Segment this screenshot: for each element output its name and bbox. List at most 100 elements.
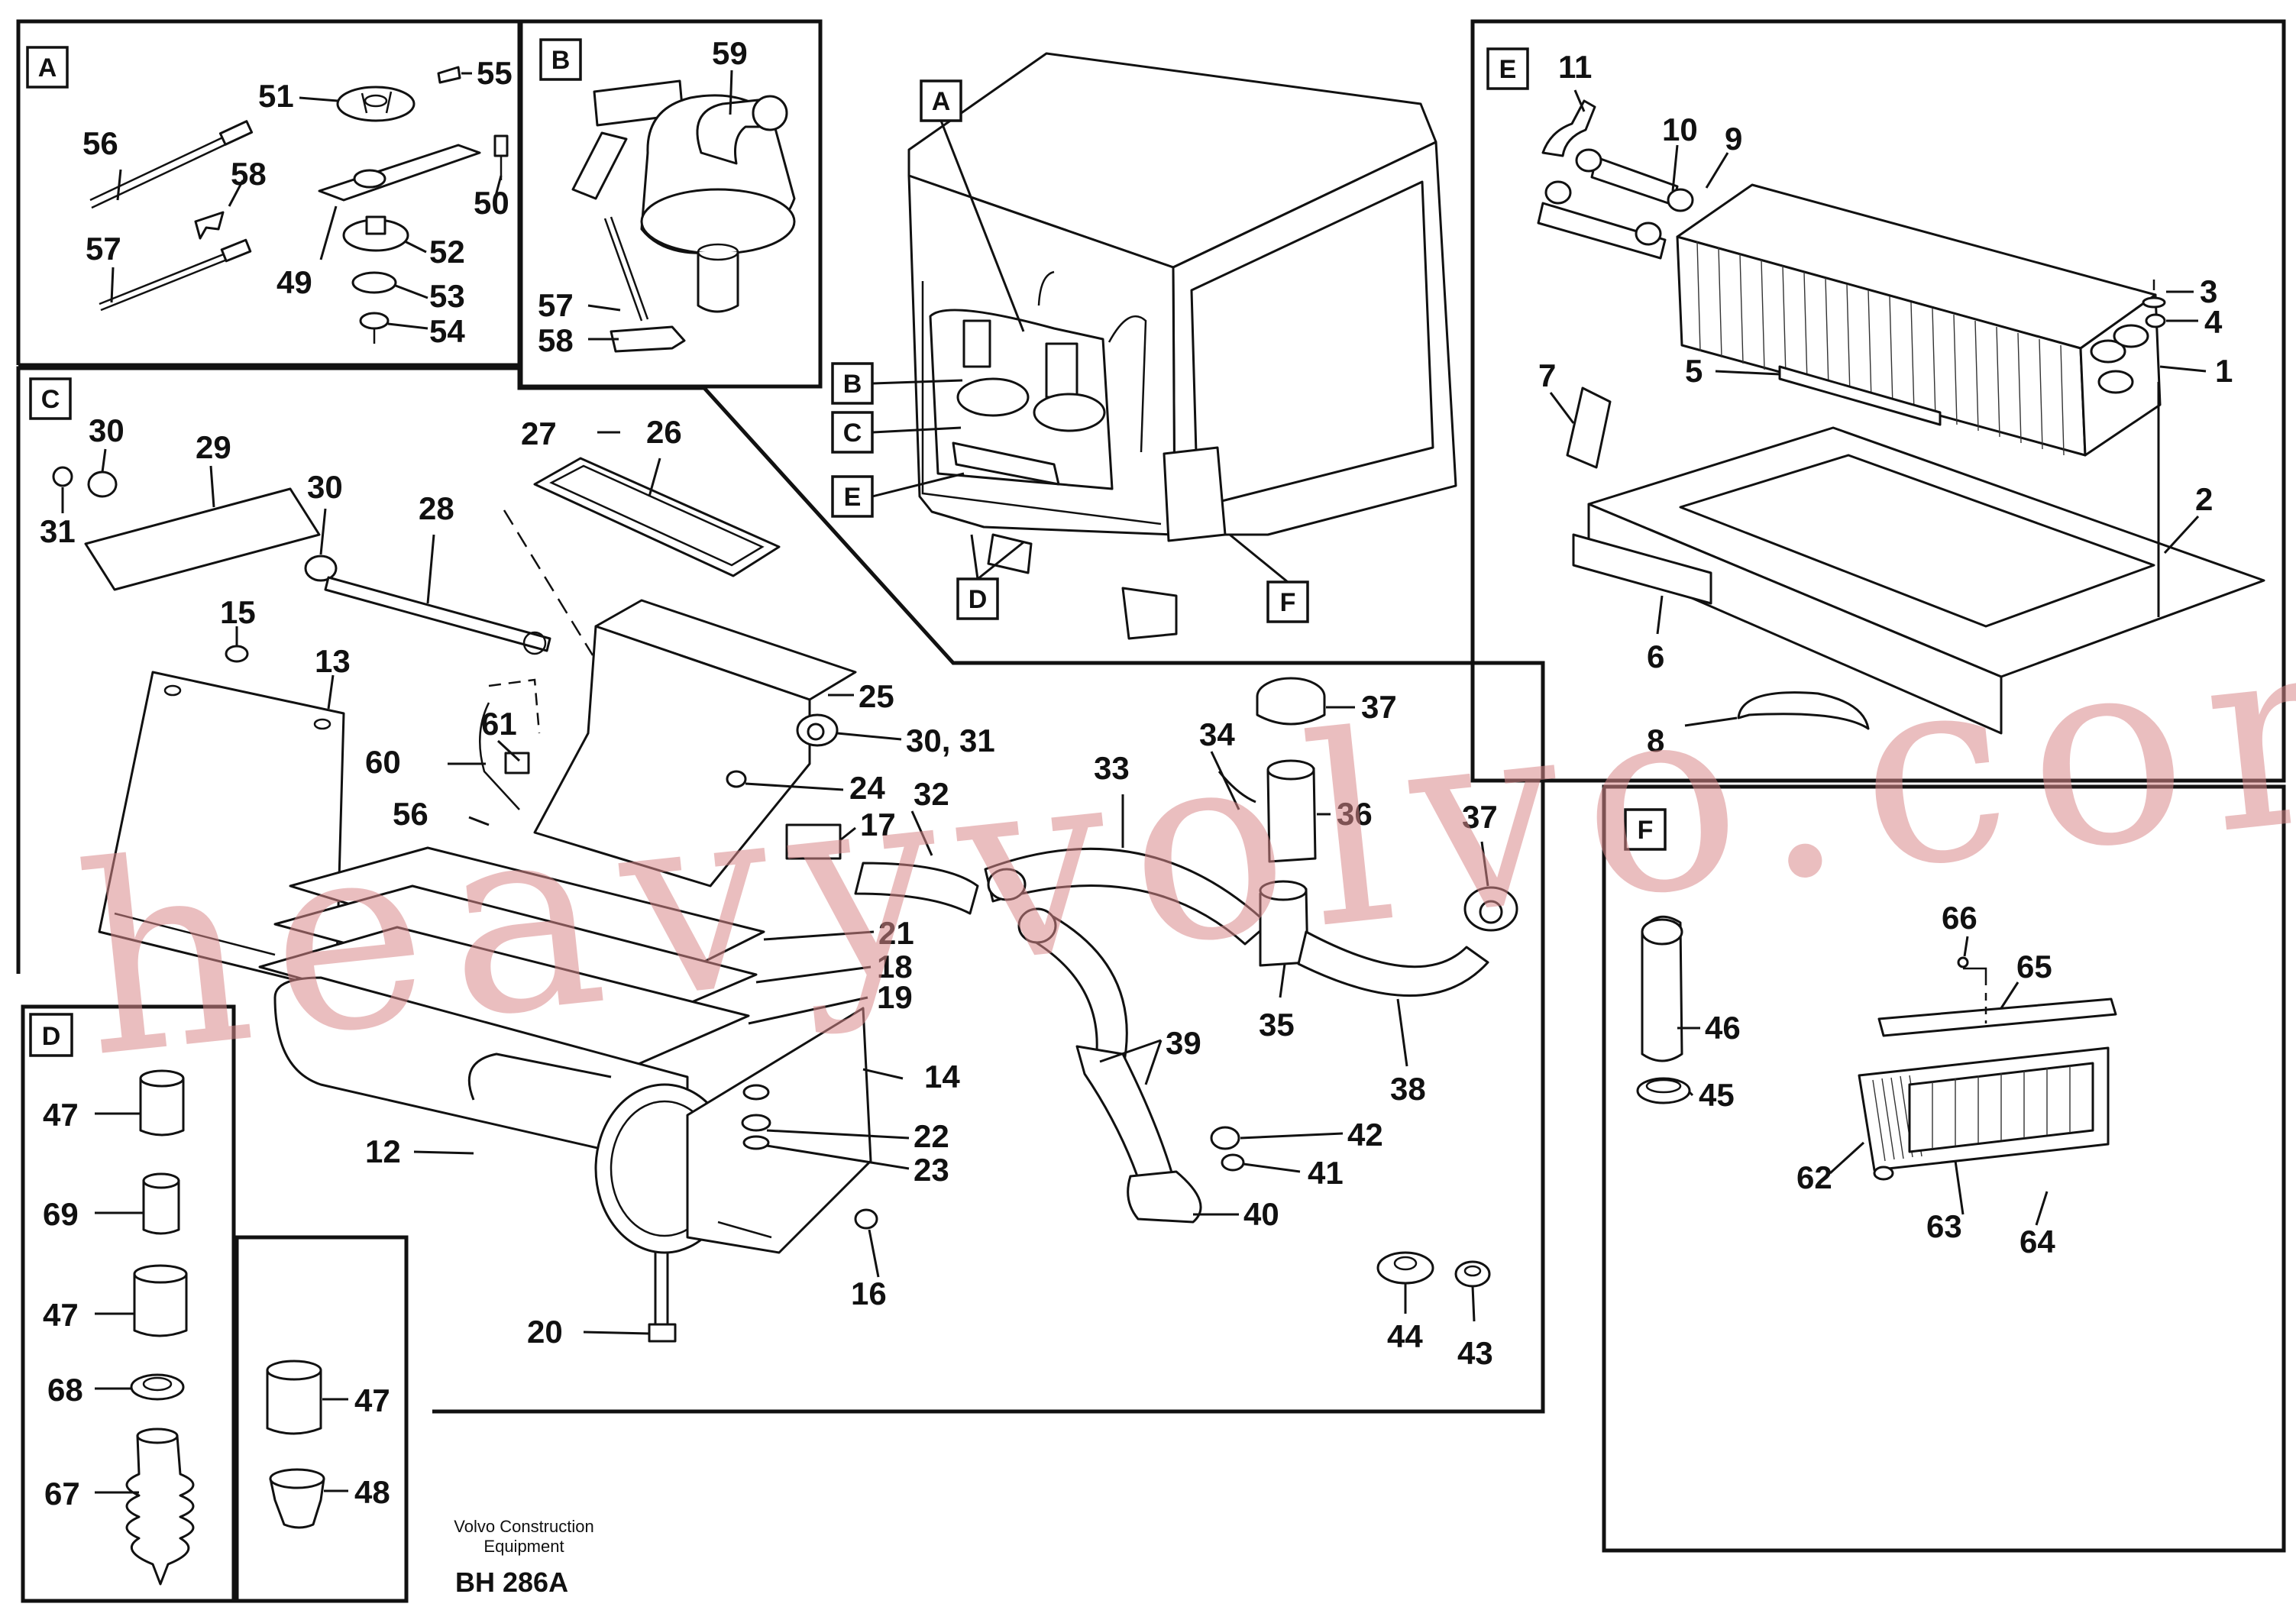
callout-13: 13 xyxy=(315,643,351,679)
panel-e-drawing xyxy=(1537,99,2265,735)
callout-30-b: 30 xyxy=(307,469,343,505)
cab-label-b: B xyxy=(843,370,862,399)
callout-57-b: 57 xyxy=(538,287,574,323)
callout-20: 20 xyxy=(527,1314,563,1350)
callout-8: 8 xyxy=(1647,723,1664,758)
callout-42: 42 xyxy=(1347,1117,1383,1153)
panel-f-leaders xyxy=(1677,936,2049,1226)
callout-62: 62 xyxy=(1796,1159,1832,1195)
callout-47-a: 47 xyxy=(43,1097,79,1133)
callout-67: 67 xyxy=(44,1476,80,1512)
callout-50: 50 xyxy=(474,185,509,221)
callout-4: 4 xyxy=(2204,304,2223,340)
callout-7: 7 xyxy=(1538,357,1556,393)
callout-41: 41 xyxy=(1308,1155,1344,1191)
callout-21: 21 xyxy=(878,915,914,951)
panel-f-frame xyxy=(1602,784,2286,1553)
callout-51: 51 xyxy=(258,78,294,114)
callout-48: 48 xyxy=(354,1474,390,1510)
drawing-code: BH 286A xyxy=(455,1567,568,1598)
section-box-e: E xyxy=(1499,55,1517,84)
callout-58-b: 58 xyxy=(538,322,574,358)
callout-40: 40 xyxy=(1243,1196,1279,1232)
callout-54: 54 xyxy=(429,313,465,349)
callout-68: 68 xyxy=(47,1372,83,1408)
callout-63: 63 xyxy=(1926,1208,1962,1244)
callout-38: 38 xyxy=(1390,1071,1426,1107)
callout-17: 17 xyxy=(860,807,896,842)
callout-65: 65 xyxy=(2016,949,2052,985)
section-box-d: D xyxy=(42,1022,61,1051)
panel-c-leaders xyxy=(61,431,1489,1335)
callout-55: 55 xyxy=(477,55,513,91)
panel-b-drawing xyxy=(571,79,796,353)
callout-56-a: 56 xyxy=(82,125,118,161)
cab-label-e: E xyxy=(844,483,862,512)
callout-9: 9 xyxy=(1725,121,1742,157)
footer: Volvo Construction Equipment BH 286A xyxy=(454,1517,593,1598)
callout-57-a: 57 xyxy=(86,231,121,267)
callout-45: 45 xyxy=(1699,1077,1735,1113)
cab-label-c: C xyxy=(843,419,862,448)
callout-33: 33 xyxy=(1094,750,1130,786)
callout-30-a: 30 xyxy=(89,412,125,448)
panel-d-drawing xyxy=(125,1069,325,1586)
callout-19: 19 xyxy=(877,979,913,1015)
callout-46: 46 xyxy=(1705,1010,1741,1046)
panel-c-frame xyxy=(16,366,1545,1414)
section-box-a: A xyxy=(38,53,57,82)
callout-58-a: 58 xyxy=(231,156,267,192)
footer-company-line1: Volvo Construction xyxy=(454,1517,593,1536)
callout-56-c: 56 xyxy=(393,796,428,832)
part-callouts: 56 57 51 55 58 50 49 52 53 54 59 57 58 3… xyxy=(40,35,2233,1512)
callout-11: 11 xyxy=(1558,49,1592,85)
panel-d-frame xyxy=(21,1004,236,1603)
callout-60: 60 xyxy=(365,744,401,780)
callout-69: 69 xyxy=(43,1196,79,1232)
callout-35: 35 xyxy=(1259,1007,1295,1043)
callout-52: 52 xyxy=(429,234,465,270)
callout-27: 27 xyxy=(521,415,557,451)
callout-61: 61 xyxy=(481,706,517,742)
footer-company-line2: Equipment xyxy=(483,1537,564,1556)
panel-b-leaders xyxy=(587,70,733,341)
callout-32: 32 xyxy=(914,776,949,812)
panel-frames xyxy=(16,19,2286,1603)
callout-18: 18 xyxy=(877,949,913,985)
callout-10: 10 xyxy=(1662,112,1698,147)
cab-overview-drawing xyxy=(907,52,1457,640)
section-box-f: F xyxy=(1638,816,1654,845)
panel-a-drawing xyxy=(89,66,509,344)
callout-34: 34 xyxy=(1199,716,1235,752)
callout-29: 29 xyxy=(196,429,231,465)
callout-15: 15 xyxy=(220,594,256,630)
callout-47-c: 47 xyxy=(354,1382,390,1418)
callout-24: 24 xyxy=(849,770,885,806)
cab-label-f: F xyxy=(1280,588,1296,617)
cab-label-a: A xyxy=(932,87,951,116)
panel-f-drawing xyxy=(1636,915,2117,1181)
callout-3: 3 xyxy=(2200,273,2217,309)
callout-25: 25 xyxy=(859,678,894,714)
callout-43: 43 xyxy=(1457,1335,1493,1371)
callout-53: 53 xyxy=(429,278,465,314)
callout-28: 28 xyxy=(419,490,454,526)
section-box-c: C xyxy=(41,385,60,414)
callout-31: 31 xyxy=(40,513,76,549)
section-letter-boxes: A B C D E F xyxy=(26,38,1667,1057)
callout-39: 39 xyxy=(1166,1025,1201,1061)
callout-47-b: 47 xyxy=(43,1297,79,1333)
callout-44: 44 xyxy=(1387,1318,1423,1354)
callout-23: 23 xyxy=(914,1152,949,1188)
panel-e-frame xyxy=(1470,19,2286,783)
panel-d-inset-frame xyxy=(234,1235,409,1603)
callout-37-b: 37 xyxy=(1462,799,1498,835)
cab-overview-labels: A B C E D F xyxy=(831,79,1309,623)
panel-a-leaders xyxy=(110,72,503,330)
callout-64: 64 xyxy=(2020,1224,2055,1259)
cab-label-d: D xyxy=(969,585,988,614)
callout-14: 14 xyxy=(924,1059,960,1095)
callout-37-a: 37 xyxy=(1361,689,1397,725)
callout-2: 2 xyxy=(2195,481,2213,517)
